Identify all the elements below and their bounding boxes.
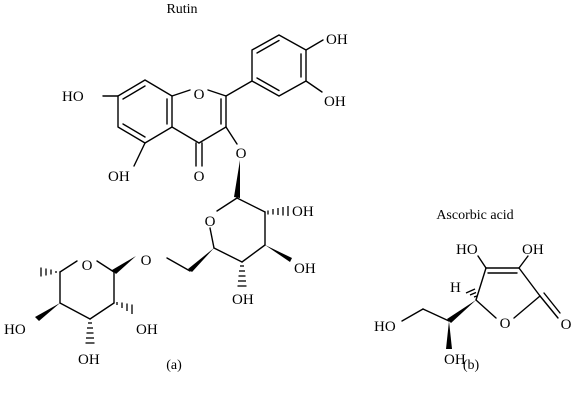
c2-o1-bond	[207, 89, 227, 97]
c3-c4-bond	[198, 126, 227, 144]
c1-carbonyl-bond	[539, 295, 559, 319]
glc-anomeric-wedge	[234, 160, 240, 198]
rutin-structure: Rutin OH OH O O O	[4, 2, 348, 373]
glycosidic-oxygen-label: O	[236, 146, 247, 162]
glc-o-c1-bond	[216, 197, 238, 212]
c6-hydroxyl-label: HO	[374, 319, 396, 335]
rha-c3-c4-bond	[59, 302, 91, 320]
c3-oh-bond	[477, 255, 487, 269]
ascorbic-acid-structure: Ascorbic acid	[374, 208, 572, 373]
rha-c3-hydroxyl-label: OH	[78, 352, 100, 368]
glc-c3-hydroxyl-label: OH	[294, 261, 316, 277]
c2-hydroxyl-label: OH	[522, 242, 544, 258]
glc-c3-wedge	[265, 245, 292, 262]
rutin-b-ring	[225, 34, 324, 97]
ascorbic-acid-title: Ascorbic acid	[436, 208, 513, 223]
c4-c5-wedge	[447, 300, 476, 323]
c4-hydrogen-label: H	[450, 280, 461, 296]
rutin-rhamnose-ring	[35, 256, 136, 344]
rha-c3-hashed-bond	[85, 322, 95, 344]
glc-c2-hydroxyl-label: OH	[292, 204, 314, 220]
rutin-caption: (a)	[166, 358, 182, 373]
rutin-a-ring	[102, 79, 173, 167]
lactone-ring-oxygen-label: O	[500, 316, 511, 332]
rha-anomeric-wedge	[112, 256, 136, 274]
glc-c5-wedge	[188, 248, 214, 272]
a7-hydroxyl-label: HO	[62, 89, 84, 105]
rutin-c-ring	[171, 89, 238, 167]
c5-c6-bond	[422, 308, 450, 322]
c5-oh-wedge	[446, 321, 452, 349]
c2-c1-bond	[518, 267, 541, 297]
glc-c4-hashed-bond	[237, 265, 247, 287]
c4-c4a-bond	[171, 126, 200, 144]
c3-o-bond	[225, 126, 238, 145]
carbonyl-oxygen-label: O	[561, 317, 572, 333]
b3-hydroxyl-label: OH	[324, 94, 346, 110]
glc-ch2-o-bond	[166, 257, 191, 272]
glucose-ring-oxygen-label: O	[205, 214, 216, 230]
b-c-link-bond	[225, 80, 253, 97]
a-ring-double-3	[122, 123, 146, 138]
rha-c2-c3-bond	[89, 302, 115, 320]
c1-oring-bond	[513, 295, 541, 319]
c4-h-hashed-bond	[465, 288, 478, 298]
b4-hydroxyl-label: OH	[326, 32, 348, 48]
rha-c4-wedge	[35, 303, 60, 321]
ascorbic-lactone-ring	[401, 255, 561, 349]
c5-hydroxyl-label: OH	[444, 352, 466, 368]
o1-c8a-bond	[171, 89, 191, 97]
c3-hydroxyl-label: HO	[456, 242, 478, 258]
rha-methyl-hashed-bond	[40, 267, 57, 277]
keto-oxygen-label: O	[194, 169, 205, 185]
rhamnose-ring-oxygen-label: O	[82, 258, 93, 274]
rha-c2-hydroxyl-label: OH	[136, 322, 158, 338]
glc-c4-hydroxyl-label: OH	[232, 292, 254, 308]
a-ring-bonds	[117, 79, 173, 144]
c6-oh-bond	[401, 308, 424, 322]
rha-c4-hydroxyl-label: HO	[4, 322, 26, 338]
ascorbic-acid-caption: (b)	[463, 358, 480, 373]
b4-oh-bond	[305, 39, 324, 51]
c4-c3-bond	[475, 267, 487, 301]
glc-c5-o-bond	[209, 227, 215, 249]
b-ring-bonds	[251, 34, 307, 97]
rutin-glucose-ring	[166, 160, 292, 287]
glc-c2-hashed-bond	[267, 206, 289, 216]
oring-c4-bond	[475, 299, 497, 319]
rha-c2-hashed-bond	[116, 302, 133, 314]
rha-c5-o-bond	[59, 260, 78, 273]
b-ring-double-1	[256, 39, 280, 54]
b-ring-double-3	[256, 77, 280, 92]
c-ring-oxygen-label: O	[194, 87, 205, 103]
glc-c4-c5-bond	[213, 247, 243, 263]
c1-carbonyl-double	[543, 292, 561, 314]
glc-c1-c2-bond	[236, 197, 266, 213]
glc-c3-c4-bond	[241, 244, 266, 263]
a5-oh-bond	[133, 142, 146, 167]
a-ring-double-2	[122, 85, 146, 100]
b3-oh-bond	[305, 80, 323, 93]
rutin-title: Rutin	[166, 2, 197, 17]
a5-hydroxyl-label: OH	[108, 169, 130, 185]
c2-oh-bond	[518, 255, 529, 269]
linking-oxygen-label: O	[141, 253, 152, 269]
rha-o-c1-bond	[96, 260, 115, 273]
